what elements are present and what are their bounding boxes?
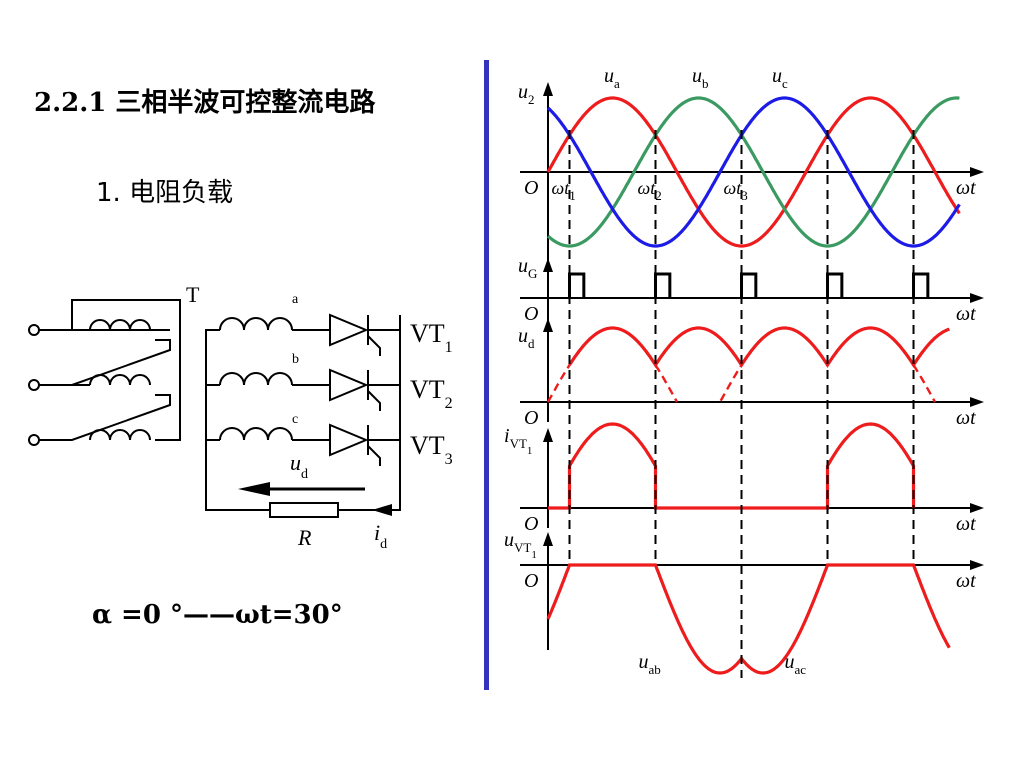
u2-y-label: u2 <box>518 81 535 107</box>
ivt1-y-axis-arrow <box>543 428 553 442</box>
alpha-condition-note: α =0 °——ωt=30° <box>92 600 343 630</box>
ud-y-axis-arrow <box>543 318 553 332</box>
primary-coil-c <box>89 429 151 441</box>
ug-x-axis-omega-t-label: ωt <box>956 303 976 325</box>
phase-label-b: b <box>292 352 299 367</box>
section-title: 2.2.1 三相半波可控整流电路 <box>34 88 376 118</box>
load-resistor <box>269 502 339 518</box>
ud-dashed-arc-9 <box>880 329 914 365</box>
primary-coil-a <box>88 319 151 331</box>
gate-pulse-5 <box>912 272 930 298</box>
circuit-diagram: T a b c VT1 VT2 VT3 ud R id <box>28 282 453 552</box>
series-label-uc: uc <box>772 65 788 91</box>
uvt1-segment-label-ab: uab <box>639 651 661 677</box>
vertical-divider <box>484 60 489 690</box>
ivt1-waveform <box>548 422 916 510</box>
thyristor-vt2 <box>329 368 400 411</box>
secondary-coil-b <box>219 372 293 386</box>
vt1-label: VT1 <box>410 319 453 356</box>
ud-dashed-arc-7 <box>719 365 742 402</box>
ud-dashed-arc-6 <box>622 329 656 365</box>
ud-x-axis-arrow <box>970 397 984 407</box>
uvt1-y-label: uVT1 <box>504 529 537 561</box>
thyristor-vt3 <box>329 423 400 466</box>
uvt1-x-axis-omega-t-label: ωt <box>956 570 976 592</box>
ug-y-axis-arrow <box>543 258 553 272</box>
ud-arrow <box>238 482 365 496</box>
u2-x-axis-arrow <box>970 167 984 177</box>
u2-x-axis-origin-label: O <box>524 177 538 199</box>
ud-x-axis-origin-label: O <box>524 407 538 429</box>
ud-dashed-arc-3 <box>740 329 774 366</box>
ivt1-x-axis-origin-label: O <box>524 513 538 535</box>
id-arrow <box>372 504 392 516</box>
ud-label: ud <box>290 450 308 482</box>
phase-wires <box>292 329 330 441</box>
uvt1-x-axis-arrow <box>970 560 984 570</box>
uvt1-x-axis-origin-label: O <box>524 570 538 592</box>
series-uc <box>546 96 961 248</box>
neutral-bus <box>205 329 270 511</box>
ivt1-x-axis-arrow <box>970 503 984 513</box>
ivt1-y-label: iVT1 <box>504 425 532 457</box>
ud-dashed-arc-2 <box>654 364 679 403</box>
gate-pulse-3 <box>740 272 758 298</box>
vt3-label: VT3 <box>410 431 453 468</box>
ud-x-axis-omega-t-label: ωt <box>956 407 976 429</box>
marker-label-2: ωt2 <box>638 178 662 203</box>
ud-dashed-arc-10 <box>546 364 571 403</box>
series-label-ub: ub <box>692 65 709 91</box>
id-label: id <box>374 520 387 552</box>
ug-x-axis-origin-label: O <box>524 303 538 325</box>
marker-label-3: ωt3 <box>724 178 748 203</box>
thyristor-vt1 <box>329 313 400 356</box>
ud-dashed-arc-5 <box>912 364 937 403</box>
gate-pulse-2 <box>654 272 672 298</box>
gate-pulse-1 <box>568 272 586 298</box>
series-label-ua: ua <box>604 65 620 91</box>
primary-wiring <box>39 299 181 441</box>
resistor-label: R <box>297 525 312 550</box>
transformer-label: T <box>186 282 200 307</box>
subsection-title: 1. 电阻负载 <box>96 178 234 208</box>
ug-x-axis-arrow <box>970 293 984 303</box>
output-bus <box>338 315 401 511</box>
u2-x-axis-omega-t-label: ωt <box>956 177 976 199</box>
ud-y-label: ud <box>518 325 535 351</box>
terminal-a <box>28 324 40 336</box>
phase-label-a: a <box>292 292 299 307</box>
secondary-coil-c <box>219 427 293 441</box>
uvt1-waveform <box>546 563 951 675</box>
terminal-b <box>28 379 40 391</box>
gate-pulse-4 <box>826 272 844 298</box>
u2-y-axis-arrow <box>543 82 553 96</box>
ivt1-x-axis-omega-t-label: ωt <box>956 513 976 535</box>
primary-coil-b <box>89 374 151 386</box>
uvt1-segment-label-ac: uac <box>785 651 807 677</box>
terminal-c <box>28 434 40 446</box>
uvt1-y-axis-arrow <box>543 532 553 546</box>
series-ub <box>546 96 960 248</box>
series-ua <box>546 96 961 248</box>
marker-label-1: ωt1 <box>552 178 576 203</box>
vt2-label: VT2 <box>410 375 453 412</box>
ug-y-label: uG <box>518 255 537 281</box>
phase-label-c: c <box>292 412 298 427</box>
secondary-coil-a <box>219 317 293 331</box>
